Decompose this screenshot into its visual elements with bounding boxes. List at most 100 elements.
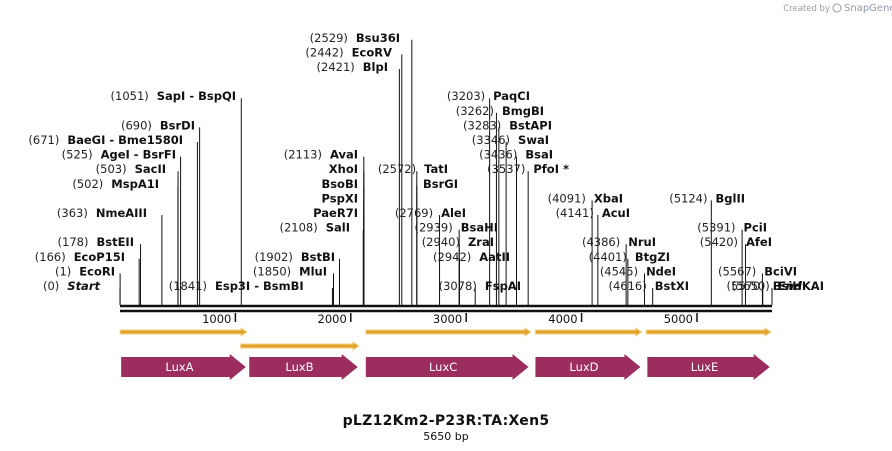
site-label[interactable]: BstBI(1902) [255, 250, 335, 264]
site-label[interactable]: AfeI(5420) [700, 235, 772, 249]
site-name: BsiHKAI [773, 279, 824, 293]
site-coord: (178) [58, 235, 89, 249]
site-name: FspAI [485, 279, 521, 293]
site-name: NruI [628, 235, 656, 249]
site-label[interactable]: NruI (4386) [582, 235, 656, 249]
site-label[interactable]: TatI(2572) [378, 162, 448, 176]
site-label[interactable]: SalI(2108) [279, 221, 350, 235]
site-label[interactable]: BglII(5124) [669, 191, 745, 205]
site-label[interactable]: AcuI(4141) [556, 206, 630, 220]
site-coord: (671) [28, 133, 59, 147]
feature-luxe[interactable] [647, 354, 770, 380]
site-coord: (3078) [439, 279, 477, 293]
site-label[interactable]: EcoP15I(166) [35, 250, 125, 264]
site-label[interactable]: EcoRV(2442) [305, 45, 392, 59]
site-label[interactable]: SwaI (3346) [472, 133, 549, 147]
orf-arrow [365, 327, 532, 337]
site-coord: (3262) [456, 104, 494, 118]
site-label[interactable]: BsrDI(690) [121, 118, 195, 132]
site-label[interactable]: BsoBI [321, 177, 358, 191]
site-label[interactable]: BsiHKAI (5570) [726, 279, 824, 293]
site-label[interactable]: MspA1I(502) [72, 177, 159, 191]
feature-luxc[interactable] [365, 354, 529, 380]
site-coord: (2442) [305, 45, 343, 59]
site-label[interactable]: FspAI (3078) [439, 279, 521, 293]
site-name: Bsu36I [356, 31, 400, 45]
site-name: BstAPI [509, 118, 552, 132]
site-label[interactable]: BmgBI(3262) [456, 104, 544, 118]
site-coord: (503) [96, 162, 127, 176]
site-label[interactable]: Start(0) [43, 279, 101, 293]
site-label[interactable]: End(5650) [731, 279, 802, 293]
snapgene-logo-icon [832, 3, 842, 13]
site-name: PciI [744, 221, 767, 235]
site-label[interactable]: NdeI(4545) [600, 264, 676, 278]
site-label[interactable]: Bsu36I(2529) [310, 31, 400, 45]
site-coord: (690) [121, 118, 152, 132]
site-name: BciVI [764, 264, 797, 278]
site-label[interactable]: ZraI(2940) [422, 235, 494, 249]
site-name: AvaI [330, 148, 358, 162]
site-label[interactable]: SapI - BspQI(1051) [111, 89, 236, 103]
site-label[interactable]: (1841)Esp3I - BsmBI [169, 279, 304, 293]
site-name: BsoBI [321, 177, 358, 191]
site-name: MspA1I [111, 177, 159, 191]
site-label[interactable]: PspXI [322, 191, 358, 205]
site-coord: (4401) [589, 250, 627, 264]
site-label[interactable]: PciI(5391) [697, 221, 767, 235]
site-name: BtgZI [635, 250, 670, 264]
site-label[interactable]: BaeGI - Bme1580I(671) [28, 133, 183, 147]
feature-luxb[interactable] [249, 354, 358, 380]
site-name: ZraI [468, 235, 494, 249]
site-name: NmeAIII [96, 206, 147, 220]
site-label[interactable]: BstXI(4616) [608, 279, 689, 293]
site-label[interactable]: BciVI(5567) [718, 264, 797, 278]
site-coord: (4386) [582, 235, 620, 249]
site-name: BglII [716, 191, 746, 205]
site-coord: (3346) [472, 133, 510, 147]
site-label[interactable]: BstEII (178) [58, 235, 134, 249]
ruler-tick-label: 5000 [664, 312, 693, 326]
site-label[interactable]: XhoI [329, 162, 358, 176]
site-coord: (3537) [487, 162, 525, 176]
site-coord: (5570) [726, 279, 764, 293]
site-coord: (4091) [548, 191, 586, 205]
site-label[interactable]: BsaHI(2939) [414, 221, 498, 235]
site-coord: (2769) [395, 206, 433, 220]
site-name: Start [67, 279, 100, 293]
site-coord: (4545) [600, 264, 638, 278]
site-label[interactable]: SacII(503) [96, 162, 166, 176]
site-label[interactable]: BtgZI (4401) [589, 250, 670, 264]
site-coord: (1850) [253, 264, 291, 278]
site-label[interactable]: AleI(2769) [395, 206, 466, 220]
site-label[interactable]: PaqCI(3203) [447, 89, 530, 103]
site-name: XhoI [329, 162, 358, 176]
site-coord: (2108) [279, 221, 317, 235]
orf-arrows [119, 327, 772, 351]
feature-label: LuxB [285, 360, 313, 374]
feature-label: LuxA [165, 360, 193, 374]
site-label[interactable]: AvaI(2113) [284, 148, 358, 162]
site-label[interactable]: XbaI(4091) [548, 191, 623, 205]
site-label[interactable]: PaeR7I [313, 206, 358, 220]
site-name: SwaI [518, 133, 549, 147]
site-label[interactable]: BsrGI [423, 177, 458, 191]
ruler-tick-label: 1000 [202, 312, 231, 326]
site-name: SapI - BspQI [157, 89, 236, 103]
site-name: BstEII [96, 235, 134, 249]
site-label[interactable]: BstAPI(3283) [463, 118, 552, 132]
site-label[interactable]: EcoRI(1) [55, 264, 115, 278]
site-label[interactable]: NmeAIII(363) [57, 206, 147, 220]
site-label[interactable]: BsaI(3436) [479, 148, 553, 162]
ruler-tick-label: 3000 [433, 312, 462, 326]
site-label[interactable]: AatII(2942) [433, 250, 510, 264]
feature-luxa[interactable] [121, 354, 246, 380]
feature-luxd[interactable] [535, 354, 641, 380]
site-label[interactable]: MluI(1850) [253, 264, 327, 278]
credit-prefix: Created by [783, 4, 830, 14]
credit-brand: SnapGene [844, 3, 892, 14]
orf-arrow [645, 327, 772, 337]
site-label[interactable]: BlpI(2421) [317, 60, 388, 74]
site-label[interactable]: AgeI - BsrFI(525) [62, 148, 176, 162]
site-label[interactable]: PfoI *(3537) [487, 162, 569, 176]
